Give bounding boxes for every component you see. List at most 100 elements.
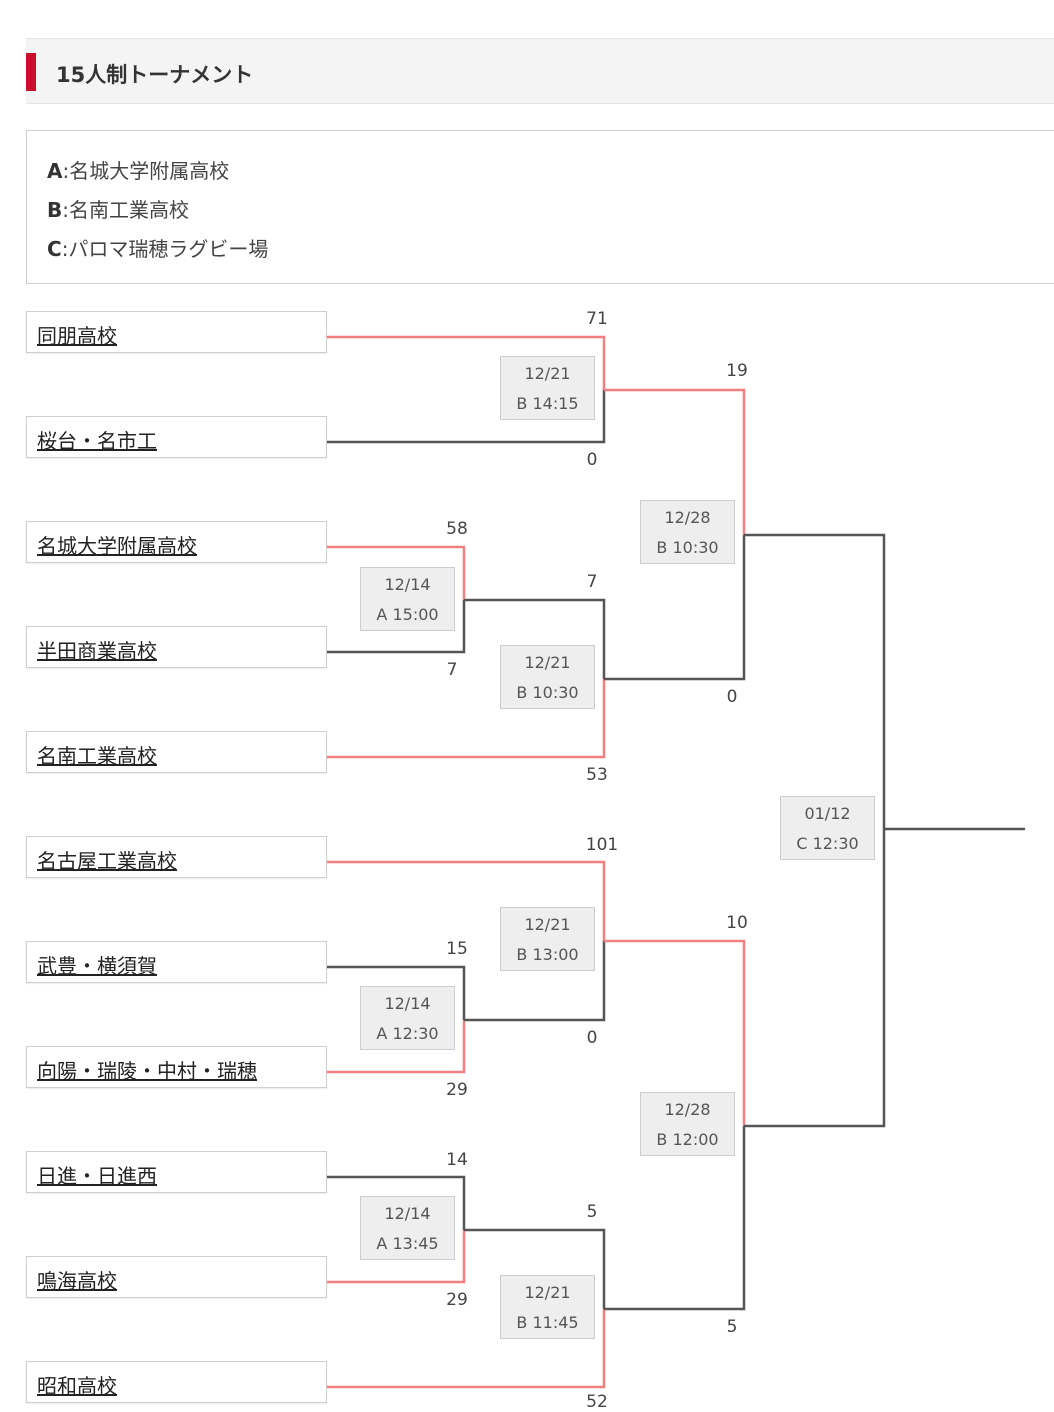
bracket-line-winner xyxy=(327,335,606,390)
match-info-box[interactable]: 12/14 A 15:00 xyxy=(360,567,455,631)
bracket-line-loser xyxy=(464,598,606,679)
bracket-line-winner xyxy=(327,545,466,600)
legend-item-b: B:名南工業高校 xyxy=(47,194,189,223)
team-link[interactable]: 桜台・名市工 xyxy=(37,429,157,453)
bracket-line-winner xyxy=(604,388,746,535)
score-label: 29 xyxy=(446,1080,468,1100)
team-link[interactable]: 日進・日進西 xyxy=(37,1164,157,1188)
score-label: 0 xyxy=(586,1028,598,1048)
bracket-line-loser xyxy=(327,965,466,1020)
score-label: 101 xyxy=(585,835,619,855)
legend-code: A xyxy=(47,159,63,183)
bracket-line-winner xyxy=(327,860,606,941)
match-date: 12/28 xyxy=(664,1100,711,1119)
team-link[interactable]: 昭和高校 xyxy=(37,1374,117,1398)
match-info-box-final[interactable]: 01/12 C 12:30 xyxy=(780,796,875,860)
bracket-line-loser xyxy=(464,1228,606,1309)
match-date: 12/21 xyxy=(524,364,571,383)
team-link[interactable]: 鳴海高校 xyxy=(37,1269,117,1293)
match-date: 12/14 xyxy=(384,994,431,1013)
match-venue-time: B 14:15 xyxy=(516,394,579,413)
match-info-box[interactable]: 12/21 B 10:30 xyxy=(500,645,595,709)
team-box: 鳴海高校 xyxy=(26,1256,327,1298)
match-venue-time: A 13:45 xyxy=(376,1234,439,1253)
match-date: 01/12 xyxy=(804,804,851,823)
score-label: 0 xyxy=(726,687,738,707)
score-label: 15 xyxy=(446,939,468,959)
bracket-line-loser xyxy=(604,535,746,681)
legend-code: C xyxy=(47,237,62,261)
match-venue-time: B 10:30 xyxy=(516,683,579,702)
team-box: 日進・日進西 xyxy=(26,1151,327,1193)
bracket-line-loser xyxy=(327,600,466,654)
match-date: 12/21 xyxy=(524,1283,571,1302)
team-box: 名南工業高校 xyxy=(26,731,327,773)
team-link[interactable]: 名南工業高校 xyxy=(37,744,157,768)
match-venue-time: A 12:30 xyxy=(376,1024,439,1043)
match-venue-time: B 13:00 xyxy=(516,945,579,964)
team-box: 名古屋工業高校 xyxy=(26,836,327,878)
legend-item-a: A:名城大学附属高校 xyxy=(47,155,229,184)
score-label: 71 xyxy=(586,309,608,329)
match-date: 12/21 xyxy=(524,653,571,672)
team-link[interactable]: 向陽・瑞陵・中村・瑞穂 xyxy=(37,1059,257,1083)
score-label: 5 xyxy=(726,1317,738,1337)
score-label: 5 xyxy=(586,1202,598,1222)
score-label: 52 xyxy=(586,1392,608,1412)
bracket-line-loser xyxy=(327,1175,466,1230)
score-label: 53 xyxy=(586,765,608,785)
team-box: 名城大学附属高校 xyxy=(26,521,327,563)
team-box: 同朋高校 xyxy=(26,311,327,353)
team-link[interactable]: 名城大学附属高校 xyxy=(37,534,197,558)
bracket-line-winner xyxy=(327,1020,466,1074)
score-label: 7 xyxy=(446,660,458,680)
bracket-line-winner xyxy=(327,679,606,759)
score-label: 58 xyxy=(446,519,468,539)
match-date: 12/28 xyxy=(664,508,711,527)
score-label: 29 xyxy=(446,1290,468,1310)
bracket-line-loser xyxy=(464,941,606,1022)
score-label: 14 xyxy=(446,1150,468,1170)
match-date: 12/14 xyxy=(384,575,431,594)
match-info-box[interactable]: 12/28 B 12:00 xyxy=(640,1092,735,1156)
match-venue-time: C 12:30 xyxy=(796,834,859,853)
match-date: 12/14 xyxy=(384,1204,431,1223)
bracket-line-winner xyxy=(327,1230,466,1284)
team-box: 半田商業高校 xyxy=(26,626,327,668)
match-venue-time: B 11:45 xyxy=(516,1313,579,1332)
match-info-box[interactable]: 12/14 A 12:30 xyxy=(360,986,455,1050)
team-link[interactable]: 名古屋工業高校 xyxy=(37,849,177,873)
legend-name: :名南工業高校 xyxy=(62,198,189,222)
team-box: 桜台・名市工 xyxy=(26,416,327,458)
score-label: 0 xyxy=(586,450,598,470)
venue-legend: A:名城大学附属高校 B:名南工業高校 C:パロマ瑞穂ラグビー場 xyxy=(26,130,1054,284)
team-box: 向陽・瑞陵・中村・瑞穂 xyxy=(26,1046,327,1088)
section-title-bar: 15人制トーナメント xyxy=(26,38,1054,104)
team-link[interactable]: 半田商業高校 xyxy=(37,639,157,663)
bracket-line-final xyxy=(744,533,886,1128)
team-link[interactable]: 同朋高校 xyxy=(37,324,117,348)
bracket-line-winner xyxy=(327,1309,606,1389)
legend-item-c: C:パロマ瑞穂ラグビー場 xyxy=(47,233,268,262)
match-venue-time: A 15:00 xyxy=(376,605,439,624)
score-label: 7 xyxy=(586,572,598,592)
match-venue-time: B 12:00 xyxy=(656,1130,719,1149)
match-info-box[interactable]: 12/14 A 13:45 xyxy=(360,1196,455,1260)
match-info-box[interactable]: 12/21 B 14:15 xyxy=(500,356,595,420)
bracket-line-loser xyxy=(604,1126,746,1311)
team-box: 昭和高校 xyxy=(26,1361,327,1403)
legend-name: :名城大学附属高校 xyxy=(62,159,230,183)
team-link[interactable]: 武豊・横須賀 xyxy=(37,954,157,978)
team-box: 武豊・横須賀 xyxy=(26,941,327,983)
match-info-box[interactable]: 12/21 B 11:45 xyxy=(500,1275,595,1339)
score-label: 19 xyxy=(726,361,748,381)
legend-code: B xyxy=(47,198,63,222)
page-title: 15人制トーナメント xyxy=(56,63,254,87)
bracket-line-winner xyxy=(604,939,746,1126)
legend-name: :パロマ瑞穂ラグビー場 xyxy=(61,237,269,261)
title-accent-bar xyxy=(26,53,36,91)
score-label: 10 xyxy=(726,913,748,933)
